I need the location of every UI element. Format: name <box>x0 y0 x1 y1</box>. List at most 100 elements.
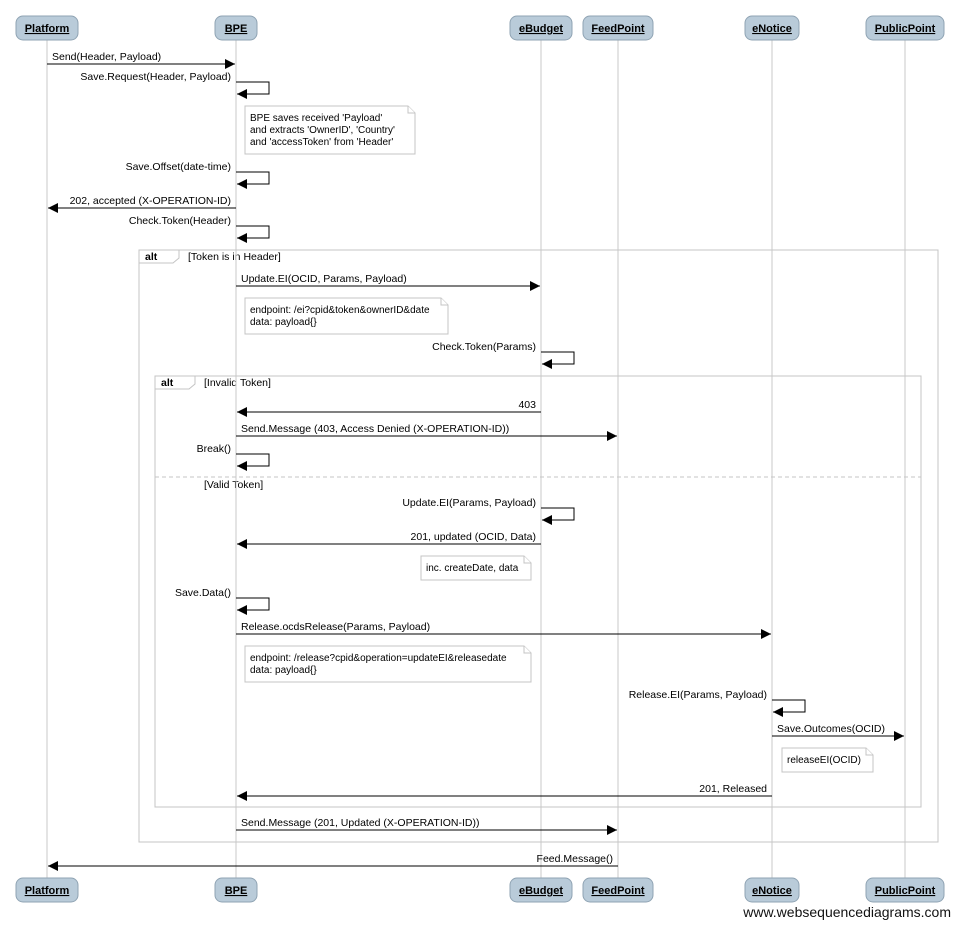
message-label: Send.Message (403, Access Denied (X-OPER… <box>241 423 509 435</box>
actor-box <box>15 877 79 903</box>
note-box <box>244 645 532 683</box>
note-line: endpoint: /ei?cpid&token&ownerID&date <box>250 305 430 316</box>
actor-top-feedpoint: FeedPoint <box>582 15 654 41</box>
message: Check.Token(Header) <box>129 215 270 243</box>
actor-bottom-enotice: eNotice <box>744 877 800 903</box>
note-line: and extracts 'OwnerID', 'Country' <box>250 125 395 136</box>
message-label: Update.EI(OCID, Params, Payload) <box>241 273 407 285</box>
actor-box <box>865 877 945 903</box>
note-line: data: payload{} <box>250 317 317 328</box>
frame-condition: [Token is in Header] <box>188 251 281 263</box>
actor-box <box>214 15 258 41</box>
actor-top-bpe: BPE <box>214 15 258 41</box>
message: Release.EI(Params, Payload) <box>629 689 806 717</box>
self-message-arrow <box>541 351 575 369</box>
note-fold <box>523 646 531 654</box>
frame-border <box>154 375 922 808</box>
frame-keyword: alt <box>145 251 158 263</box>
self-message-arrow <box>541 507 575 525</box>
message: Break() <box>197 443 270 471</box>
note-fold <box>440 298 448 306</box>
message: Send(Header, Payload) <box>47 51 235 69</box>
note: releaseEI(OCID) <box>781 747 874 773</box>
message: Feed.Message() <box>48 853 618 871</box>
note: inc. createDate, data <box>420 555 532 581</box>
self-message-arrow <box>236 225 270 243</box>
self-message-arrow <box>236 171 270 189</box>
message: 202, accepted (X-OPERATION-ID) <box>48 195 236 213</box>
message-label: 202, accepted (X-OPERATION-ID) <box>70 195 231 207</box>
message-label: 201, updated (OCID, Data) <box>411 531 536 543</box>
frame-condition: [Invalid Token] <box>204 377 271 389</box>
message-label: Feed.Message() <box>537 853 613 865</box>
self-message-arrow <box>236 81 270 99</box>
note: BPE saves received 'Payload'and extracts… <box>244 105 416 155</box>
actor-box <box>15 15 79 41</box>
message-label: 403 <box>518 399 536 411</box>
message: 403 <box>237 399 541 417</box>
actor-top-publicpoint: PublicPoint <box>865 15 945 41</box>
message-label: Release.ocdsRelease(Params, Payload) <box>241 621 430 633</box>
message: Release.ocdsRelease(Params, Payload) <box>236 621 771 639</box>
note-line: BPE saves received 'Payload' <box>250 113 382 124</box>
actor-box <box>744 877 800 903</box>
message-label: Save.Request(Header, Payload) <box>80 71 231 83</box>
actor-label: eNotice <box>752 23 792 35</box>
actor-bottom-publicpoint: PublicPoint <box>865 877 945 903</box>
actor-top-ebudget: eBudget <box>509 15 573 41</box>
message: Save.Data() <box>175 587 270 615</box>
actor-label: Platform <box>25 23 70 35</box>
actor-box <box>865 15 945 41</box>
note-line: inc. createDate, data <box>426 563 519 574</box>
watermark: www.websequencediagrams.com <box>743 904 951 920</box>
actor-box <box>509 15 573 41</box>
frame-border <box>138 249 939 843</box>
note-box <box>244 297 449 335</box>
message: 201, updated (OCID, Data) <box>237 531 541 549</box>
message-label: Check.Token(Header) <box>129 215 231 227</box>
frame-else-condition: [Valid Token] <box>204 479 263 491</box>
actor-bottom-ebudget: eBudget <box>509 877 573 903</box>
alt-frame: alt [Invalid Token] [Valid Token] <box>154 375 922 808</box>
self-message-arrow <box>236 597 270 615</box>
message-label: Break() <box>197 443 231 455</box>
actor-bottom-feedpoint: FeedPoint <box>582 877 654 903</box>
note-box <box>420 555 532 581</box>
note: endpoint: /ei?cpid&token&ownerID&datedat… <box>244 297 449 335</box>
actor-label: PublicPoint <box>875 885 936 897</box>
actor-label: PublicPoint <box>875 23 936 35</box>
message-label: Release.EI(Params, Payload) <box>629 689 767 701</box>
message: Save.Offset(date-time) <box>126 161 270 189</box>
message: Send.Message (201, Updated (X-OPERATION-… <box>236 817 617 835</box>
note: endpoint: /release?cpid&operation=update… <box>244 645 532 683</box>
frame-tab <box>138 249 180 264</box>
note-line: endpoint: /release?cpid&operation=update… <box>250 653 507 664</box>
actor-label: FeedPoint <box>591 885 645 897</box>
actor-box <box>582 877 654 903</box>
alt-frame: alt [Token is in Header] <box>138 249 939 843</box>
message: Save.Request(Header, Payload) <box>80 71 270 99</box>
actor-label: FeedPoint <box>591 23 645 35</box>
message: Save.Outcomes(OCID) <box>772 723 904 741</box>
message-label: Send.Message (201, Updated (X-OPERATION-… <box>241 817 479 829</box>
actor-box <box>214 877 258 903</box>
actor-label: BPE <box>225 23 248 35</box>
message-label: Check.Token(Params) <box>432 341 536 353</box>
actor-box <box>744 15 800 41</box>
message: Update.EI(OCID, Params, Payload) <box>236 273 540 291</box>
message-label: Send(Header, Payload) <box>52 51 161 63</box>
note-line: data: payload{} <box>250 665 317 676</box>
message-label: Save.Outcomes(OCID) <box>777 723 885 735</box>
frame-keyword: alt <box>161 377 174 389</box>
actor-label: BPE <box>225 885 248 897</box>
actor-top-platform: Platform <box>15 15 79 41</box>
actor-label: eNotice <box>752 885 792 897</box>
message: Update.EI(Params, Payload) <box>402 497 575 525</box>
note-fold <box>523 556 531 564</box>
actor-label: eBudget <box>519 885 563 897</box>
message: 201, Released <box>237 783 772 801</box>
self-message-arrow <box>772 699 806 717</box>
actor-label: Platform <box>25 885 70 897</box>
note-fold <box>407 106 415 114</box>
